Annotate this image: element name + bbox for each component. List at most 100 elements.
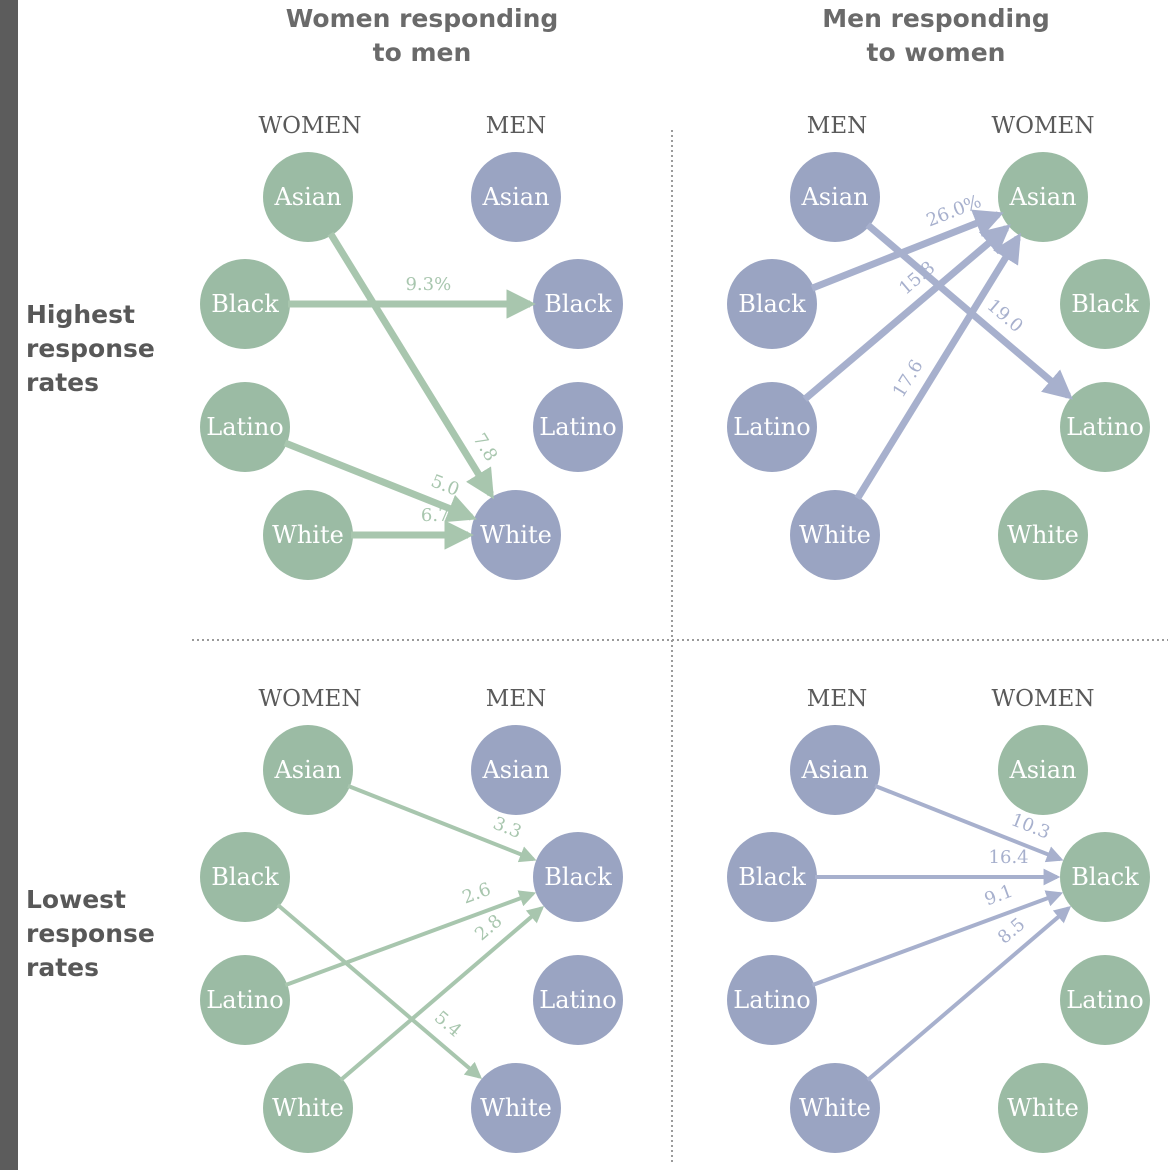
arrow-value-label: 9.3%	[405, 274, 451, 295]
arrow-asian-to-latino	[865, 222, 1073, 400]
node-label-white: White	[480, 521, 552, 549]
arrow-value-label: 5.0	[428, 471, 462, 501]
arrow-asian-to-black	[347, 783, 537, 863]
node-label-white: White	[272, 521, 344, 549]
node-label-white: White	[799, 1094, 871, 1122]
row-label-line: Highest	[26, 300, 135, 329]
node-left-latino	[727, 955, 817, 1045]
node-right-asian	[998, 725, 1088, 815]
node-label-black: Black	[1071, 290, 1139, 318]
node-label-black: Black	[738, 290, 806, 318]
node-left-asian	[263, 725, 353, 815]
row-label-lowest: Lowest response rates	[26, 883, 186, 985]
arrow-white-to-black	[866, 906, 1072, 1082]
column-header-right: MEN	[486, 113, 546, 139]
header-line-2: to women	[866, 38, 1006, 67]
arrow-value-label: 5.4	[430, 1007, 465, 1042]
node-left-white	[263, 490, 353, 580]
node-left-white	[790, 1063, 880, 1153]
node-label-white: White	[1007, 521, 1079, 549]
arrow-white-to-asian	[854, 232, 1021, 501]
node-left-white	[263, 1063, 353, 1153]
node-label-latino: Latino	[733, 413, 810, 441]
node-right-black	[533, 259, 623, 349]
node-label-latino: Latino	[206, 413, 283, 441]
node-label-latino: Latino	[1066, 413, 1143, 441]
node-right-latino	[1060, 955, 1150, 1045]
row-label-line: Lowest	[26, 885, 126, 914]
header-line-2: to men	[372, 38, 472, 67]
arrow-value-label: 3.3	[490, 813, 524, 843]
node-left-latino	[200, 955, 290, 1045]
node-left-black	[200, 259, 290, 349]
node-label-black: Black	[1071, 863, 1139, 891]
row-label-line: response	[26, 334, 155, 363]
arrow-value-label: 2.6	[460, 879, 494, 909]
column-header-left: MEN	[807, 686, 867, 712]
node-right-latino	[533, 382, 623, 472]
node-right-latino	[1060, 382, 1150, 472]
node-left-black	[727, 832, 817, 922]
column-header-left: WOMEN	[259, 686, 362, 712]
node-label-white: White	[1007, 1094, 1079, 1122]
node-right-asian	[471, 725, 561, 815]
arrow-latino-to-asian	[802, 224, 1011, 402]
node-right-white	[471, 490, 561, 580]
header-line-1: Women responding	[285, 4, 559, 33]
node-label-black: Black	[211, 290, 279, 318]
node-label-white: White	[272, 1094, 344, 1122]
node-label-asian: Asian	[481, 756, 549, 784]
node-label-latino: Latino	[539, 986, 616, 1014]
node-label-latino: Latino	[1066, 986, 1143, 1014]
node-left-latino	[727, 382, 817, 472]
arrow-latino-to-black	[284, 890, 537, 987]
node-right-white	[471, 1063, 561, 1153]
row-label-line: rates	[26, 953, 99, 982]
column-header-right: WOMEN	[992, 113, 1095, 139]
arrow-value-label: 16.4	[989, 847, 1029, 868]
column-header-left: MEN	[807, 113, 867, 139]
header-women-to-men: Women responding to men	[252, 2, 592, 70]
node-label-latino: Latino	[733, 986, 810, 1014]
node-left-asian	[790, 725, 880, 815]
node-label-asian: Asian	[800, 183, 868, 211]
node-right-asian	[471, 152, 561, 242]
header-line-1: Men responding	[822, 4, 1050, 33]
header-men-to-women: Men responding to women	[766, 2, 1106, 70]
node-right-black	[1060, 259, 1150, 349]
node-label-asian: Asian	[1008, 183, 1076, 211]
column-header-right: WOMEN	[992, 686, 1095, 712]
node-label-asian: Asian	[1008, 756, 1076, 784]
node-right-latino	[533, 955, 623, 1045]
arrow-black-to-asian	[810, 209, 1004, 292]
window-edge-bar	[0, 0, 18, 1170]
node-label-asian: Asian	[481, 183, 549, 211]
node-left-black	[200, 832, 290, 922]
node-right-black	[1060, 832, 1150, 922]
node-left-black	[727, 259, 817, 349]
node-left-asian	[263, 152, 353, 242]
node-left-asian	[790, 152, 880, 242]
arrow-black-to-white	[276, 903, 483, 1080]
node-label-asian: Asian	[273, 183, 341, 211]
node-label-black: Black	[211, 863, 279, 891]
arrow-value-label: 6.7	[421, 505, 450, 526]
column-header-right: MEN	[486, 686, 546, 712]
node-right-white	[998, 490, 1088, 580]
node-label-black: Black	[544, 290, 612, 318]
arrow-latino-to-white	[283, 439, 477, 523]
node-label-asian: Asian	[273, 756, 341, 784]
node-label-black: Black	[544, 863, 612, 891]
node-left-latino	[200, 382, 290, 472]
arrow-value-label: 9.1	[982, 881, 1016, 911]
node-right-asian	[998, 152, 1088, 242]
node-label-white: White	[480, 1094, 552, 1122]
node-label-white: White	[799, 521, 871, 549]
node-right-black	[533, 832, 623, 922]
column-header-left: WOMEN	[259, 113, 362, 139]
